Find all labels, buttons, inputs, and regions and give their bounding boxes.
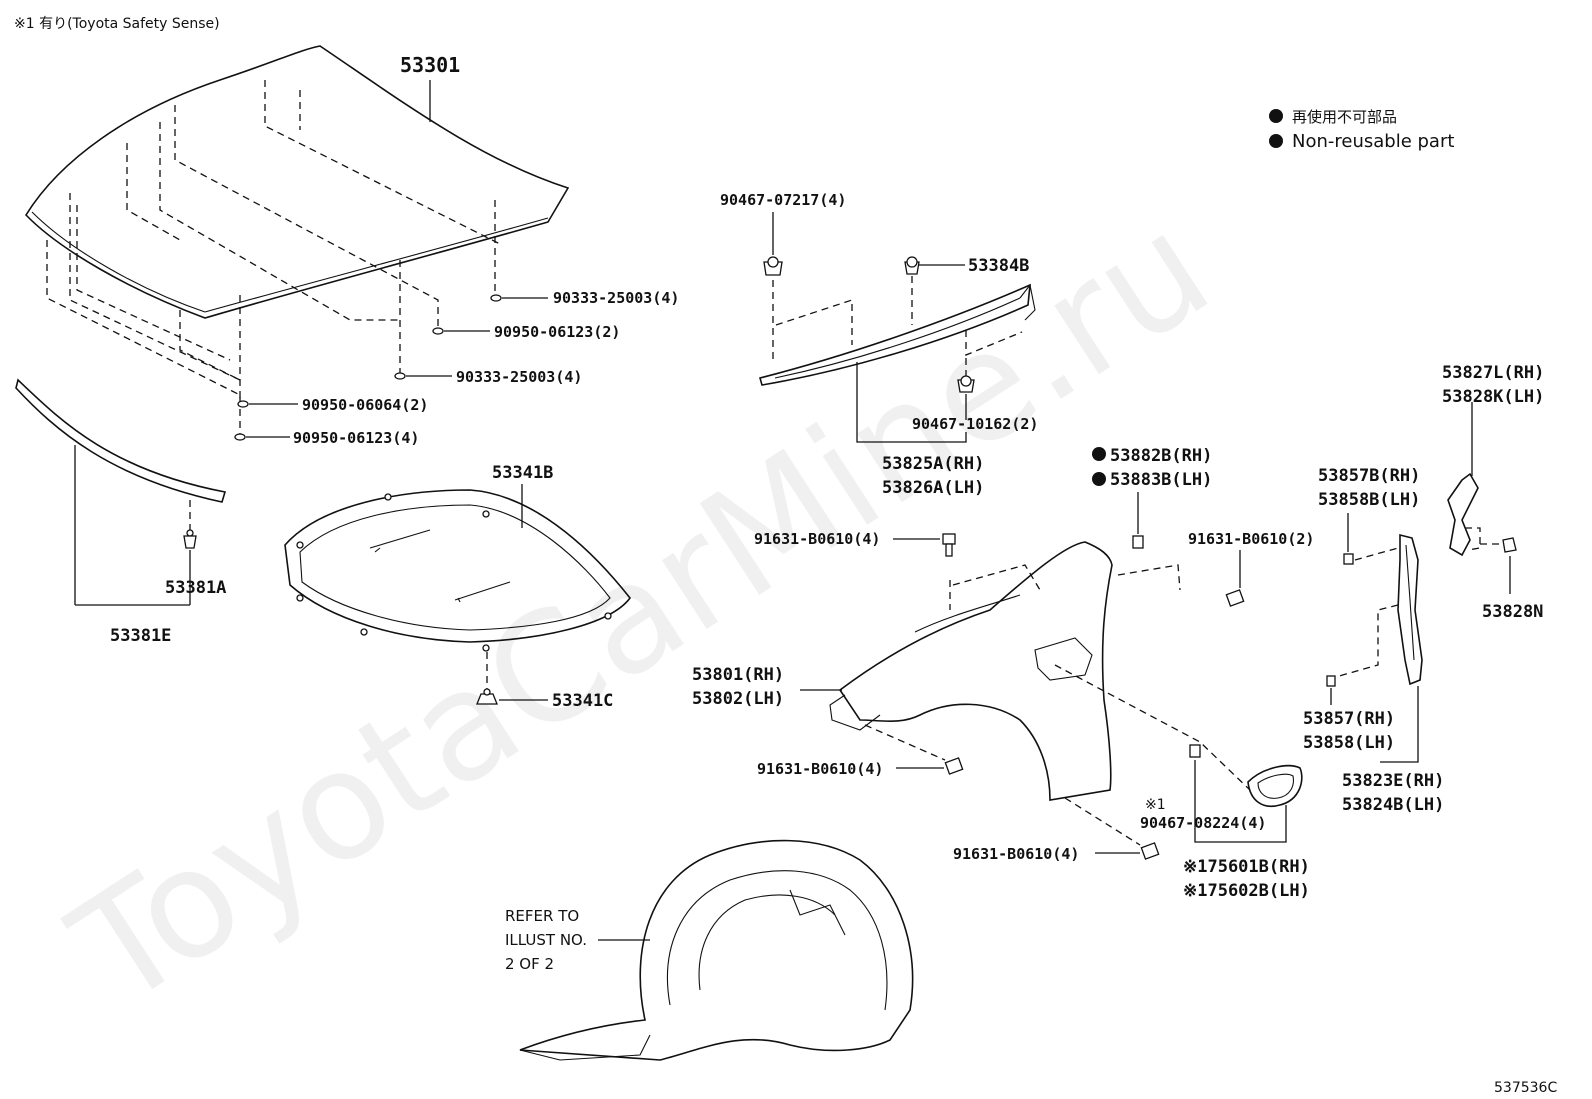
refer-line-1: REFER TO: [505, 907, 579, 925]
fender-seal-upper[interactable]: [759, 283, 1036, 386]
label-53857[interactable]: 53857(RH): [1303, 709, 1395, 729]
hood-guides: [46, 80, 501, 435]
watermark: ToyotaCarMine.ru: [44, 181, 1239, 1041]
diagram-code: 537536C: [1494, 1080, 1557, 1096]
non-reusable-dot-icon: [1092, 472, 1106, 486]
bracket-53827L[interactable]: [1447, 472, 1479, 557]
non-reusable-dot-icon: [1092, 447, 1106, 461]
label-53823E[interactable]: 53823E(RH): [1342, 771, 1444, 791]
clip-90467-07217[interactable]: [763, 256, 783, 276]
label-53825A[interactable]: 53825A(RH): [882, 454, 984, 474]
label-53341B[interactable]: 53341B: [492, 463, 553, 483]
label-53802[interactable]: 53802(LH): [692, 689, 784, 709]
clip-53384B[interactable]: [904, 256, 920, 275]
seal-parts[interactable]: [234, 294, 502, 441]
label-53828K[interactable]: 53828K(LH): [1442, 387, 1544, 407]
label-91631-B0610-d[interactable]: 91631-B0610(4): [953, 845, 1079, 863]
label-75601B[interactable]: ※175601B(RH): [1183, 857, 1310, 877]
label-75602B[interactable]: ※175602B(LH): [1183, 881, 1310, 901]
bracket-53823E[interactable]: [1397, 533, 1423, 686]
label-91631-B0610-c[interactable]: 91631-B0610(4): [757, 760, 883, 778]
clip-53882B[interactable]: [1132, 535, 1144, 549]
footnote-safety-sense: ※1 有り(Toyota Safety Sense): [14, 16, 220, 32]
label-90467-08224[interactable]: 90467-08224(4): [1140, 814, 1266, 832]
bolt-91631-c[interactable]: [944, 757, 964, 775]
front-fender[interactable]: [829, 541, 1113, 801]
fender-liner[interactable]: [519, 839, 914, 1061]
label-90950-06123-a[interactable]: 90950-06123(2): [494, 323, 620, 341]
non-reusable-dot-icon: [1269, 109, 1283, 123]
legend: 再使用不可部品 Non-reusable part: [1269, 108, 1454, 152]
label-91631-B0610-a[interactable]: 91631-B0610(4): [754, 530, 880, 548]
label-90950-06123-b[interactable]: 90950-06123(4): [293, 429, 419, 447]
label-90467-10162[interactable]: 90467-10162(2): [912, 415, 1038, 433]
bolt-91631-d[interactable]: [1140, 842, 1160, 860]
clip-53341C[interactable]: [476, 688, 498, 705]
clip-53381A[interactable]: [183, 529, 197, 549]
label-90333-25003-a[interactable]: 90333-25003(4): [553, 289, 679, 307]
bolt-91631-b[interactable]: [1225, 589, 1245, 607]
label-53858B[interactable]: 53858B(LH): [1318, 490, 1420, 510]
label-91631-B0610-b[interactable]: 91631-B0610(2): [1188, 530, 1314, 548]
label-90950-06064[interactable]: 90950-06064(2): [302, 396, 428, 414]
hood-weatherstrip[interactable]: [15, 378, 227, 503]
label-53826A[interactable]: 53826A(LH): [882, 478, 984, 498]
label-90467-07217[interactable]: 90467-07217(4): [720, 191, 846, 209]
label-53824B[interactable]: 53824B(LH): [1342, 795, 1444, 815]
refer-line-2: ILLUST NO.: [505, 931, 587, 949]
non-reusable-dot-icon: [1269, 134, 1283, 148]
label-53857B[interactable]: 53857B(RH): [1318, 466, 1420, 486]
label-53384B[interactable]: 53384B: [968, 256, 1029, 276]
hood-panel[interactable]: [24, 45, 570, 319]
hood-insulator[interactable]: [284, 489, 632, 652]
label-53381E[interactable]: 53381E: [110, 626, 171, 646]
refer-line-3: 2 OF 2: [505, 955, 554, 973]
clip-53828N[interactable]: [1502, 537, 1517, 553]
clip-53857[interactable]: [1326, 675, 1336, 687]
label-53381A[interactable]: 53381A: [165, 578, 226, 598]
label-53828N[interactable]: 53828N: [1482, 602, 1543, 622]
legend-japanese: 再使用不可部品: [1292, 108, 1397, 126]
label-53883B[interactable]: 53883B(LH): [1110, 470, 1212, 490]
label-90333-25003-b[interactable]: 90333-25003(4): [456, 368, 582, 386]
bolt-91631-a[interactable]: [942, 533, 956, 557]
legend-english: Non-reusable part: [1292, 131, 1454, 152]
label-90467-08224-mark: ※1: [1145, 797, 1166, 813]
radar-cover-75601B[interactable]: [1247, 764, 1303, 807]
label-53858[interactable]: 53858(LH): [1303, 733, 1395, 753]
label-53341C[interactable]: 53341C: [552, 691, 613, 711]
label-53882B[interactable]: 53882B(RH): [1110, 446, 1212, 466]
label-53827L[interactable]: 53827L(RH): [1442, 363, 1544, 383]
label-53301[interactable]: 53301: [400, 53, 460, 77]
nut-90467-08224[interactable]: [1189, 744, 1201, 758]
label-53801[interactable]: 53801(RH): [692, 665, 784, 685]
clip-53857B[interactable]: [1343, 553, 1354, 565]
